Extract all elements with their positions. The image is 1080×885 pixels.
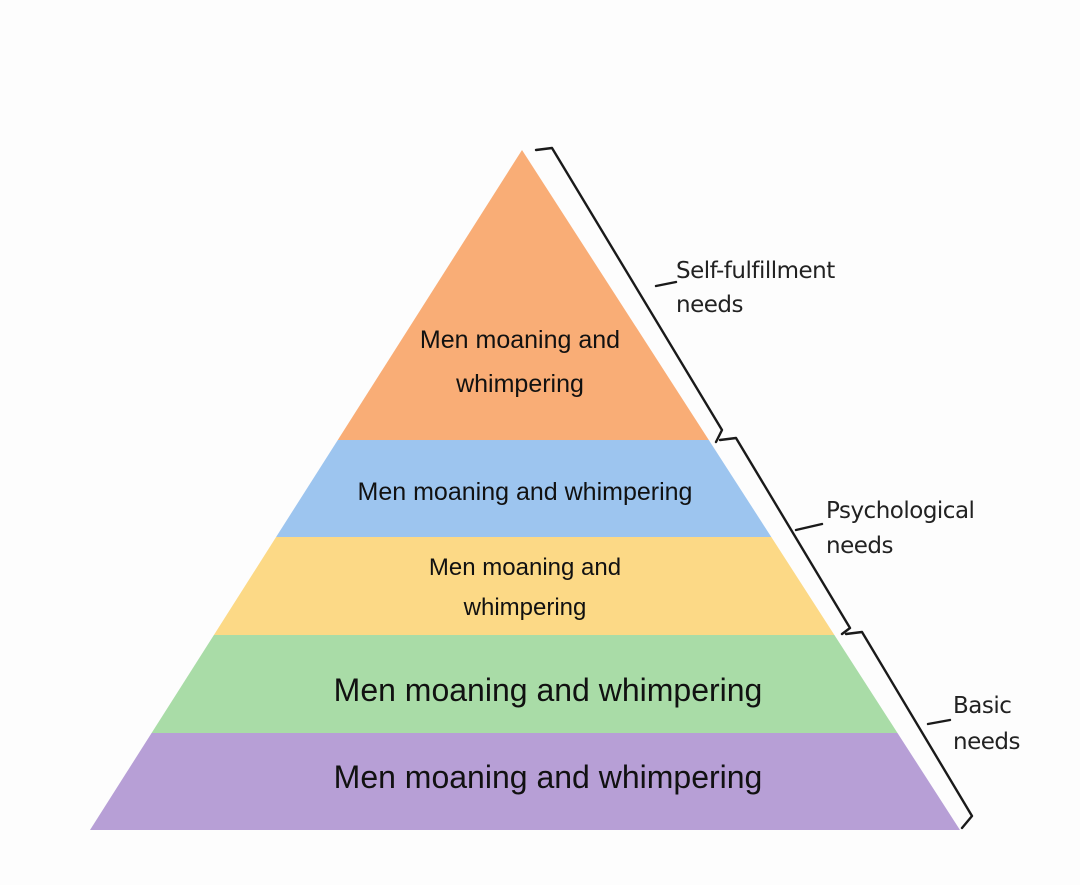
pyramid-tier-2 (276, 440, 772, 537)
pyramid-tier-4 (151, 635, 898, 733)
pyramid-tier-3 (213, 537, 835, 635)
tier-1-label: Men moaning and (420, 326, 620, 354)
tier-3-label: whimpering (463, 594, 587, 621)
tier-1-label: whimpering (455, 370, 584, 398)
group-2-label: Psychological (826, 498, 974, 524)
bracket-3-tick (926, 718, 952, 726)
bracket-1-tick (654, 280, 678, 288)
group-2-label: needs (826, 533, 893, 559)
group-1-label: needs (676, 292, 743, 318)
need-brackets: Self-fulfillmentneedsPsychologicalneedsB… (534, 146, 1020, 830)
tier-2-label: Men moaning and whimpering (358, 478, 693, 506)
tier-5-label: Men moaning and whimpering (334, 759, 763, 795)
group-3-label: Basic (953, 693, 1011, 719)
group-3-label: needs (953, 729, 1020, 755)
tier-4-label: Men moaning and whimpering (334, 672, 763, 708)
tier-3-label: Men moaning and (429, 554, 621, 581)
bracket-2-tick (794, 522, 824, 532)
pyramid-tier-1 (337, 150, 709, 440)
bracket-1 (534, 146, 724, 444)
bracket-3 (844, 630, 974, 830)
group-1-label: Self-fulfillment (676, 258, 835, 284)
bracket-2 (718, 436, 852, 636)
pyramid-tier-5 (90, 733, 960, 830)
